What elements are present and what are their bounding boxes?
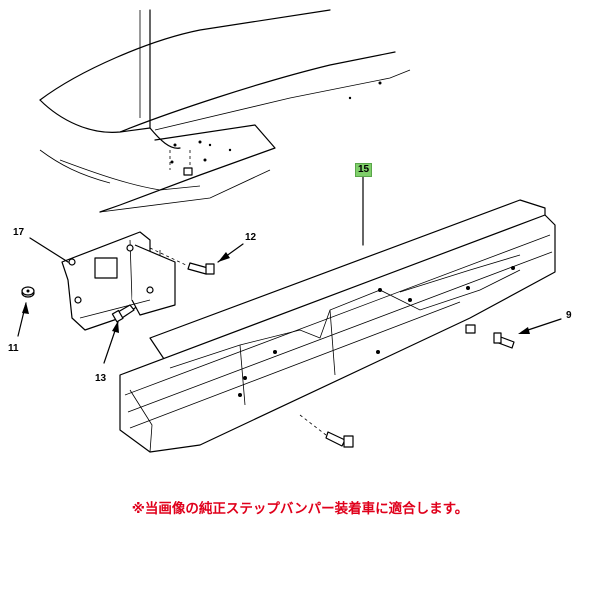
callout-9: 9 bbox=[566, 310, 572, 321]
bumper-15 bbox=[119, 199, 556, 453]
nut-11 bbox=[21, 286, 35, 298]
lower-bolt bbox=[299, 414, 354, 448]
callout-15: 15 bbox=[355, 163, 373, 177]
vehicle-body-outline bbox=[39, 9, 411, 191]
callout-17: 17 bbox=[13, 227, 25, 238]
callout-12: 12 bbox=[245, 232, 257, 243]
bolt-13 bbox=[111, 304, 135, 323]
bolt-12 bbox=[149, 247, 215, 275]
leader-lines bbox=[17, 176, 562, 364]
callout-13: 13 bbox=[95, 373, 107, 384]
callout-11: 11 bbox=[8, 343, 19, 354]
mounting-panel bbox=[99, 124, 276, 213]
bolt-9 bbox=[493, 332, 515, 349]
compatibility-note: ※当画像の純正ステップバンパー装着車に適合します。 bbox=[131, 501, 469, 517]
